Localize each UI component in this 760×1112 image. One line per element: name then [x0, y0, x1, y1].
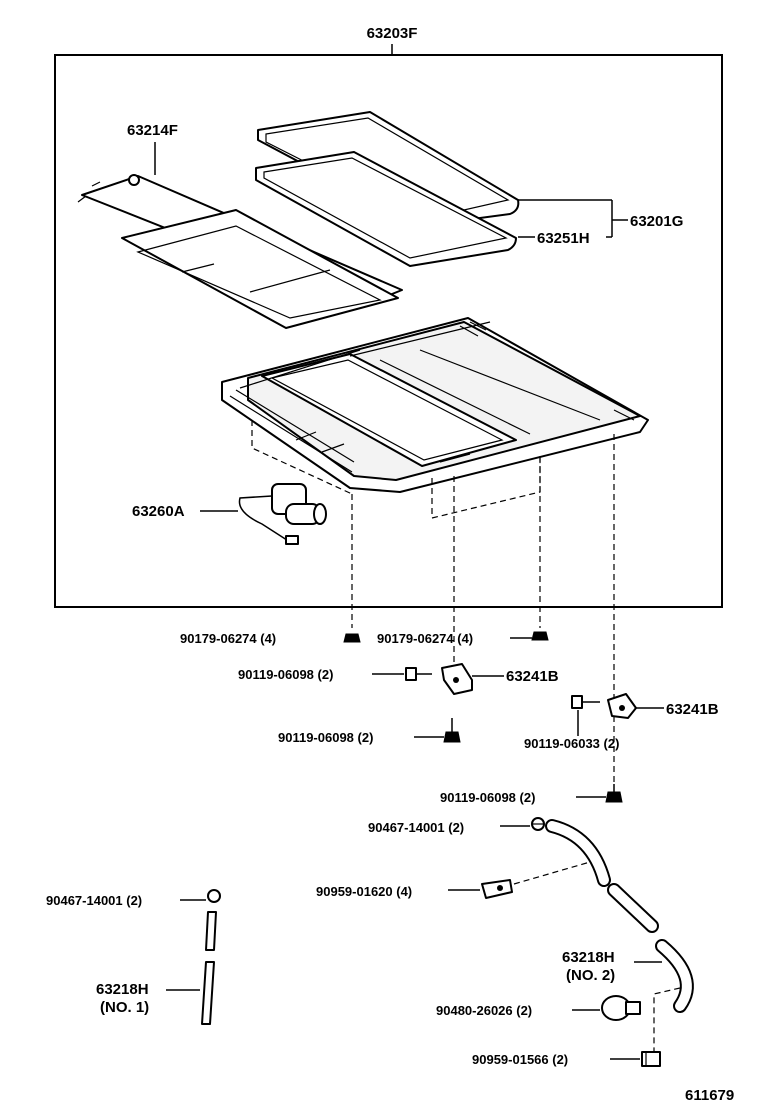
weatherstrip-part: [255, 151, 517, 267]
label-hose-no2: 63218H: [562, 949, 615, 966]
drain-hose-no2: [655, 939, 694, 1013]
label-hose-no2-sub: (NO. 2): [566, 967, 615, 984]
bolt-c: [571, 695, 600, 709]
figure-number: 611679: [685, 1087, 734, 1104]
sunroof-housing: [221, 317, 649, 493]
label-weatherstrip: 63251H: [537, 230, 590, 247]
label-bolt-d: 90119-06098 (2): [440, 790, 535, 805]
bolt-b: [443, 718, 461, 743]
label-bolt-a: 90119-06098 (2): [238, 667, 333, 682]
valve-part: [601, 995, 641, 1021]
sunshade-part: [77, 174, 403, 329]
label-hose-no1-sub: (NO. 1): [100, 999, 149, 1016]
label-bracket-right: 63241B: [666, 701, 719, 718]
label-bolt-b: 90119-06098 (2): [278, 730, 373, 745]
bracket-right: [607, 693, 637, 719]
label-bolt-c: 90119-06033 (2): [524, 736, 619, 751]
label-clip-mid: 90959-01620 (4): [316, 884, 412, 899]
label-hose-no1: 63218H: [96, 981, 149, 998]
label-cap: 90959-01566 (2): [472, 1052, 568, 1067]
drain-hose-no1: [201, 911, 217, 1025]
label-nut-right: 90179-06274 (4): [377, 631, 473, 646]
assembly-label: 63203F: [367, 25, 418, 42]
bolt-a: [405, 667, 432, 681]
label-glass: 63201G: [630, 213, 683, 230]
label-sunshade: 63214F: [127, 122, 178, 139]
clip-mid: [481, 879, 513, 899]
label-motor: 63260A: [132, 503, 185, 520]
label-clip-left: 90467-14001 (2): [46, 893, 142, 908]
label-valve: 90480-26026 (2): [436, 1003, 532, 1018]
bracket-upper: [441, 663, 473, 695]
bolt-d: [605, 784, 623, 803]
label-clip-right: 90467-14001 (2): [368, 820, 464, 835]
assembly-frame: [54, 54, 723, 608]
label-bracket-upper: 63241B: [506, 668, 559, 685]
nut-left: [343, 633, 361, 643]
nut-right: [531, 631, 549, 641]
clip-right: [531, 817, 545, 831]
drain-hose-upper: [545, 819, 659, 933]
motor-part: [238, 483, 327, 545]
label-nut-left: 90179-06274 (4): [180, 631, 276, 646]
cap-part: [641, 1051, 661, 1067]
clip-left: [207, 889, 221, 903]
